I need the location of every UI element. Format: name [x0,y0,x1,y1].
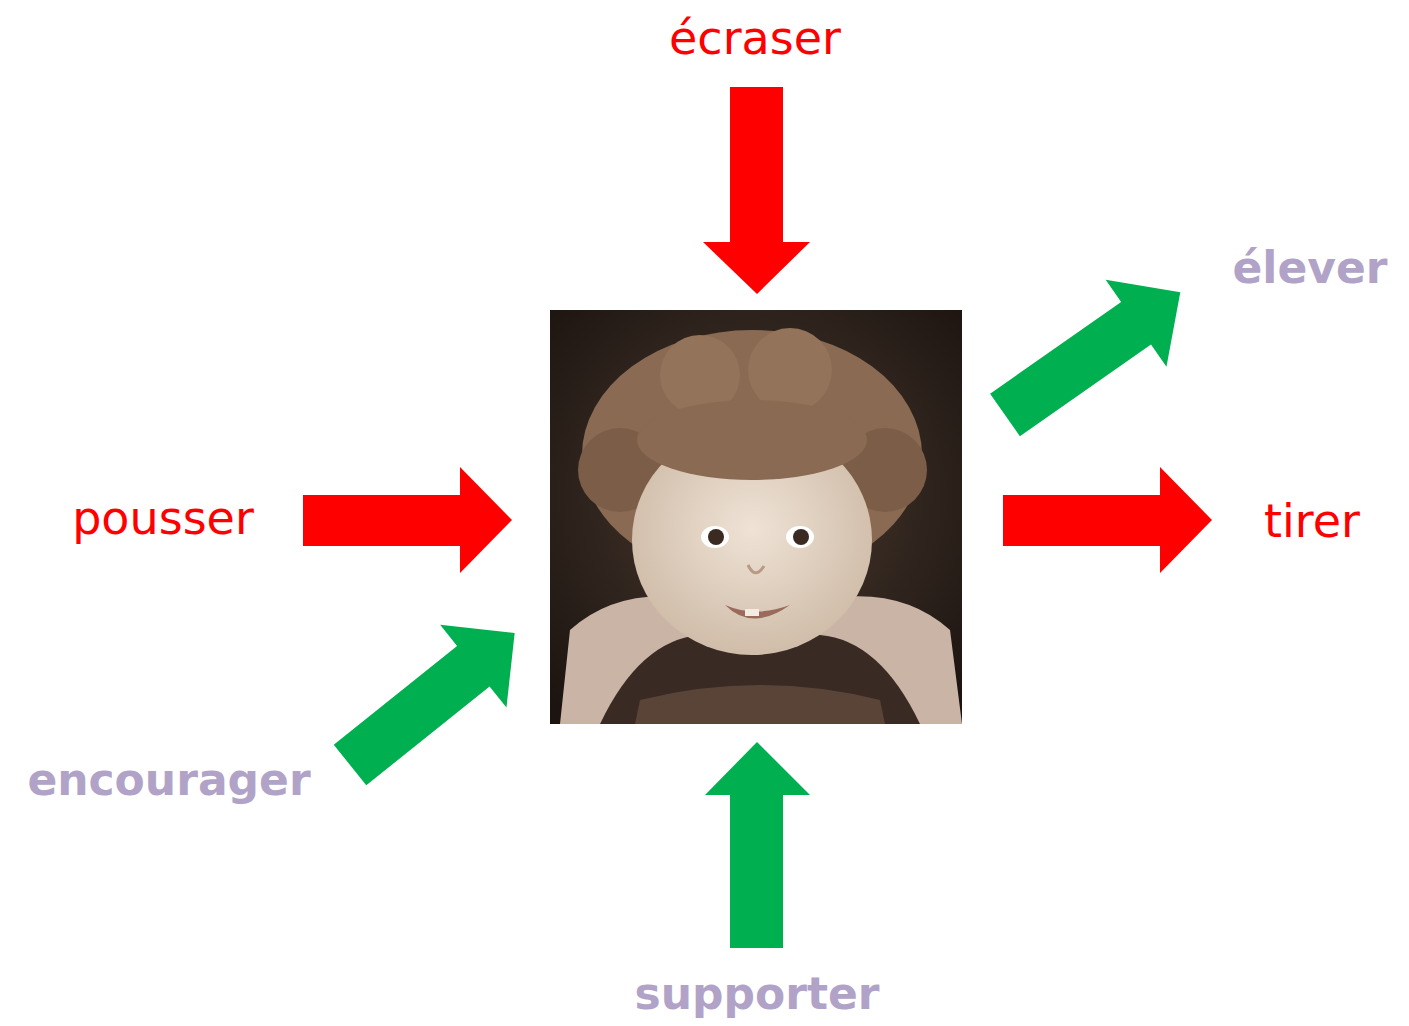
force-label: élever [1233,243,1388,294]
force-label: supporter [634,969,879,1020]
force-label: tirer [1264,495,1360,548]
green-arrows [317,249,1211,948]
force-label: encourager [27,755,310,806]
force-label: écraser [669,12,841,65]
child-photo [550,310,962,724]
force-label: pousser [72,492,254,545]
